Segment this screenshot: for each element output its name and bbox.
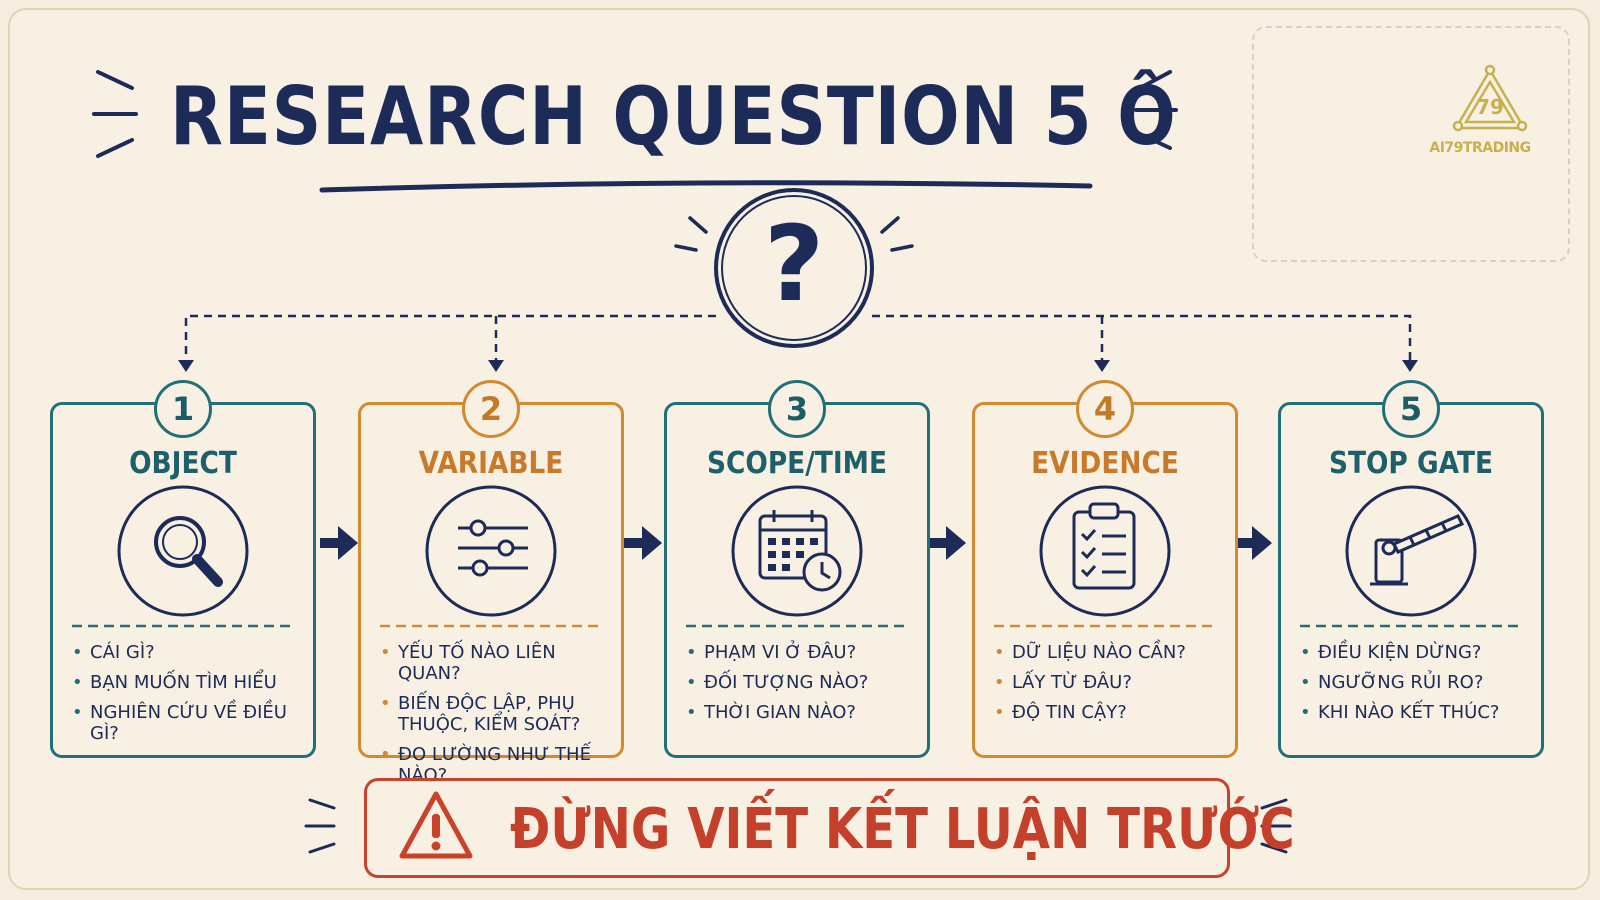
flow-arrow-4-5 bbox=[1234, 526, 1272, 560]
logo-mark-icon: 79 bbox=[1452, 64, 1528, 132]
card-bullet-list: DỮ LIỆU NÀO CẦN? LẤY TỪ ĐÂU? ĐỘ TIN CẬY? bbox=[994, 642, 1234, 732]
logo-placeholder-box bbox=[1252, 26, 1570, 262]
bullet-item: ĐỐI TƯỢNG NÀO? bbox=[686, 672, 926, 693]
barrier-gate-icon bbox=[1345, 485, 1477, 617]
sliders-icon bbox=[425, 485, 557, 617]
bullet-item: DỮ LIỆU NÀO CẦN? bbox=[994, 642, 1234, 663]
step-number-badge: 5 bbox=[1382, 380, 1440, 438]
step-number-badge: 1 bbox=[154, 380, 212, 438]
question-circle: ? bbox=[714, 188, 874, 348]
connector-arrowheads bbox=[178, 360, 1418, 372]
card-bullet-list: ĐIỀU KIỆN DỪNG? NGƯỠNG RỦI RO? KHI NÀO KẾT… bbox=[1300, 642, 1540, 732]
bullet-item: NGHIÊN CỨU VỀ ĐIỀU GÌ? bbox=[72, 702, 312, 744]
card-title: OBJECT bbox=[129, 446, 237, 481]
calendar-clock-icon bbox=[731, 485, 863, 617]
bullet-item: NGƯỠNG RỦI RO? bbox=[1300, 672, 1540, 693]
step-number-badge: 2 bbox=[462, 380, 520, 438]
warning-emphasis-strokes bbox=[304, 798, 1292, 854]
svg-text:79: 79 bbox=[1476, 95, 1504, 119]
bullet-item: BIẾN ĐỘC LẬP, PHỤ THUỘC, KIỂM SOÁT? bbox=[380, 693, 620, 735]
bullet-item: ĐIỀU KIỆN DỪNG? bbox=[1300, 642, 1540, 663]
flow-arrow-3-4 bbox=[928, 526, 966, 560]
dashed-connectors bbox=[184, 314, 1412, 362]
card-title: STOP GATE bbox=[1328, 446, 1494, 481]
card-title: EVIDENCE bbox=[1031, 446, 1179, 481]
card-divider bbox=[1300, 624, 1522, 628]
card-divider bbox=[380, 624, 602, 628]
card-divider bbox=[72, 624, 294, 628]
step-number-badge: 4 bbox=[1076, 380, 1134, 438]
card-title: SCOPE/TIME bbox=[706, 446, 887, 481]
step-number-badge: 3 bbox=[768, 380, 826, 438]
warning-text: ĐỪNG VIẾT KẾT LUẬN TRƯỚC bbox=[510, 797, 1295, 862]
card-bullet-list: YẾU TỐ NÀO LIÊN QUAN? BIẾN ĐỘC LẬP, PHỤ T… bbox=[380, 642, 620, 795]
card-bullet-list: CÁI GÌ? BẠN MUỐN TÌM HIỂU NGHIÊN CỨU VỀ ĐI… bbox=[72, 642, 312, 753]
bullet-item: LẤY TỪ ĐÂU? bbox=[994, 672, 1234, 693]
bullet-item: THỜI GIAN NÀO? bbox=[686, 702, 926, 723]
flow-arrow-1-2 bbox=[320, 526, 358, 560]
page-title: RESEARCH QUESTION 5 Ô bbox=[170, 70, 1177, 163]
warning-triangle-icon bbox=[399, 791, 473, 859]
warning-banner bbox=[364, 778, 1230, 878]
bullet-item: BẠN MUỐN TÌM HIỂU bbox=[72, 672, 312, 693]
card-divider bbox=[994, 624, 1216, 628]
bullet-item: YẾU TỐ NÀO LIÊN QUAN? bbox=[380, 642, 620, 684]
card-divider bbox=[686, 624, 908, 628]
title-underline bbox=[319, 180, 1093, 193]
card-bullet-list: PHẠM VI Ở ĐÂU? ĐỐI TƯỢNG NÀO? THỜI GIAN NÀ… bbox=[686, 642, 926, 732]
magnifier-icon bbox=[117, 485, 249, 617]
bullet-item: PHẠM VI Ở ĐÂU? bbox=[686, 642, 926, 663]
bullet-item: ĐỘ TIN CẬY? bbox=[994, 702, 1234, 723]
card-title: VARIABLE bbox=[418, 446, 564, 481]
bullet-item: KHI NÀO KẾT THÚC? bbox=[1300, 702, 1540, 723]
flow-arrow-2-3 bbox=[624, 526, 662, 560]
question-emphasis-strokes bbox=[674, 216, 914, 252]
title-emphasis-strokes bbox=[92, 70, 1178, 158]
clipboard-checklist-icon bbox=[1039, 485, 1171, 617]
flow-arrows bbox=[320, 526, 1272, 560]
question-mark-icon: ? bbox=[764, 203, 824, 325]
logo-text: AI79TRADING bbox=[1429, 140, 1531, 156]
bullet-item: CÁI GÌ? bbox=[72, 642, 312, 663]
